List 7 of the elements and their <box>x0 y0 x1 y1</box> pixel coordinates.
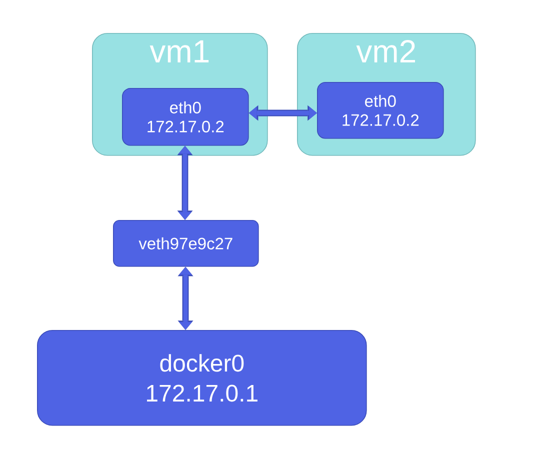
interface-box: eth0 172.17.0.2 <box>317 82 444 139</box>
interface-box: eth0 172.17.0.2 <box>122 88 249 146</box>
double-arrow <box>177 146 193 220</box>
double-arrow <box>248 105 317 121</box>
double-arrow <box>178 266 194 330</box>
interface-box: veth97e9c27 <box>113 220 259 267</box>
interface-box: docker0 172.17.0.1 <box>37 330 367 426</box>
